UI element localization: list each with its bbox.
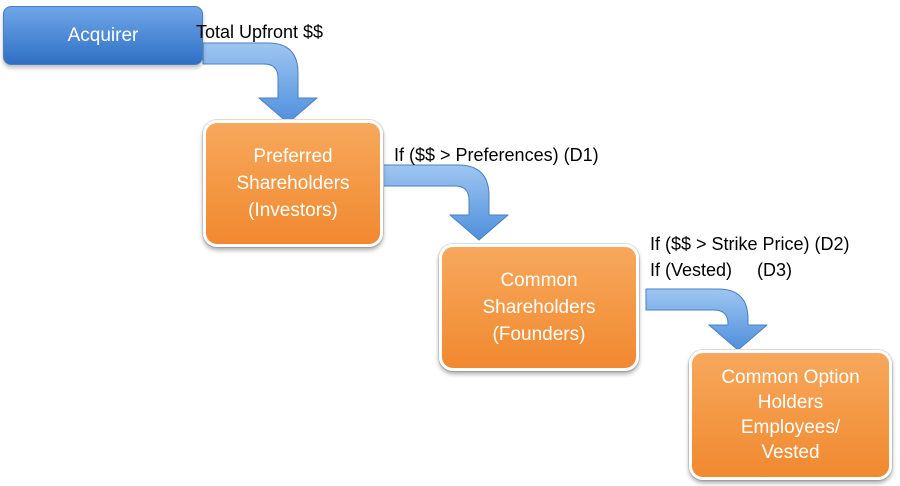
- node-preferred-line: (Investors): [248, 200, 338, 221]
- node-common-line: Shareholders: [482, 297, 596, 318]
- node-preferred-shareholders: Preferred Shareholders (Investors): [203, 120, 383, 247]
- node-common-shareholders: Common Shareholders (Founders): [439, 244, 639, 371]
- node-preferred-line: Shareholders: [236, 173, 350, 194]
- label-condition-d2: If ($$ > Strike Price) (D2): [650, 234, 850, 254]
- node-common-line: (Founders): [492, 324, 586, 345]
- arrow-preferred-to-common: [382, 164, 509, 241]
- node-acquirer-line: Acquirer: [67, 24, 139, 46]
- arrow-acquirer-to-preferred: [202, 42, 318, 124]
- node-option-holders-line: Common Option: [721, 367, 860, 388]
- node-option-holders-line: Holders: [757, 392, 824, 413]
- node-option-holders-line: Vested: [761, 442, 820, 463]
- arrow-common-to-option-holders: [645, 288, 768, 351]
- node-common-line: Common: [500, 270, 578, 291]
- node-option-holders-line: Employees/: [740, 417, 841, 438]
- label-condition-d3: If (Vested) (D3): [650, 260, 793, 280]
- node-preferred-line: Preferred: [253, 146, 333, 167]
- label-total-upfront: Total Upfront $$: [196, 22, 324, 42]
- label-condition-d1: If ($$ > Preferences) (D1): [394, 145, 599, 165]
- node-acquirer: Acquirer: [3, 6, 203, 65]
- node-common-option-holders: Common Option Holders Employees/ Vested: [689, 350, 892, 480]
